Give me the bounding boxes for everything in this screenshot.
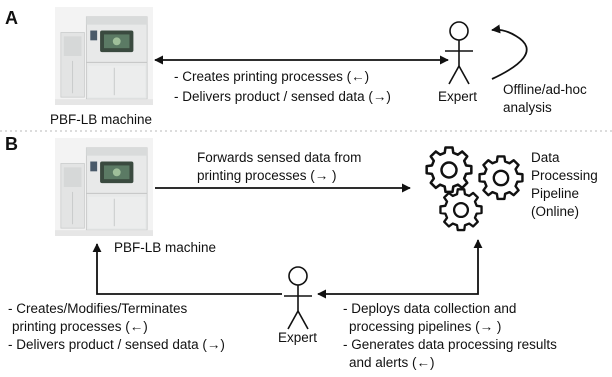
machine-image-a — [55, 7, 153, 105]
machine-image-b — [55, 138, 153, 236]
machine-label-a: PBF-LB machine — [50, 112, 152, 127]
arrow-expert-to-pipeline — [317, 239, 483, 299]
forward-label-line-2: printing processes (→ ) — [197, 168, 337, 183]
panel-a-line-1: - Creates printing processes (←) — [174, 69, 369, 84]
analysis-label-line-2: analysis — [503, 100, 552, 115]
expert-label-b: Expert — [278, 330, 317, 345]
left-line-1: - Creates/Modifies/Terminates — [8, 301, 188, 316]
left-line-3: - Delivers product / sensed data (→) — [8, 337, 225, 352]
arrow-offline-analysis — [491, 24, 528, 80]
pipeline-label-line-3: Pipeline — [531, 186, 579, 201]
expert-figure-b — [284, 266, 312, 330]
expert-label-a: Expert — [438, 89, 477, 104]
pipeline-label-line-1: Data — [531, 150, 560, 165]
panel-a-line-2: - Delivers product / sensed data (→) — [174, 89, 391, 104]
pipeline-label-line-2: Processing — [531, 168, 598, 183]
pipeline-label-line-4: (Online) — [531, 204, 579, 219]
right-line-2: processing pipelines (→ ) — [349, 319, 501, 334]
left-line-2: printing processes (←) — [12, 319, 148, 334]
gears-icon — [425, 146, 524, 232]
right-line-1: - Deploys data collection and — [343, 301, 516, 316]
expert-figure-a — [445, 21, 473, 85]
forward-label-line-1: Forwards sensed data from — [197, 150, 361, 165]
analysis-label-line-1: Offline/ad-hoc — [503, 82, 587, 97]
right-line-4: and alerts (←) — [349, 355, 435, 370]
panel-b-label: B — [5, 134, 18, 154]
machine-label-b: PBF-LB machine — [114, 240, 216, 255]
arrow-expert-to-machine — [92, 243, 282, 295]
right-line-3: - Generates data processing results — [343, 337, 557, 352]
panel-a-label: A — [5, 8, 18, 28]
